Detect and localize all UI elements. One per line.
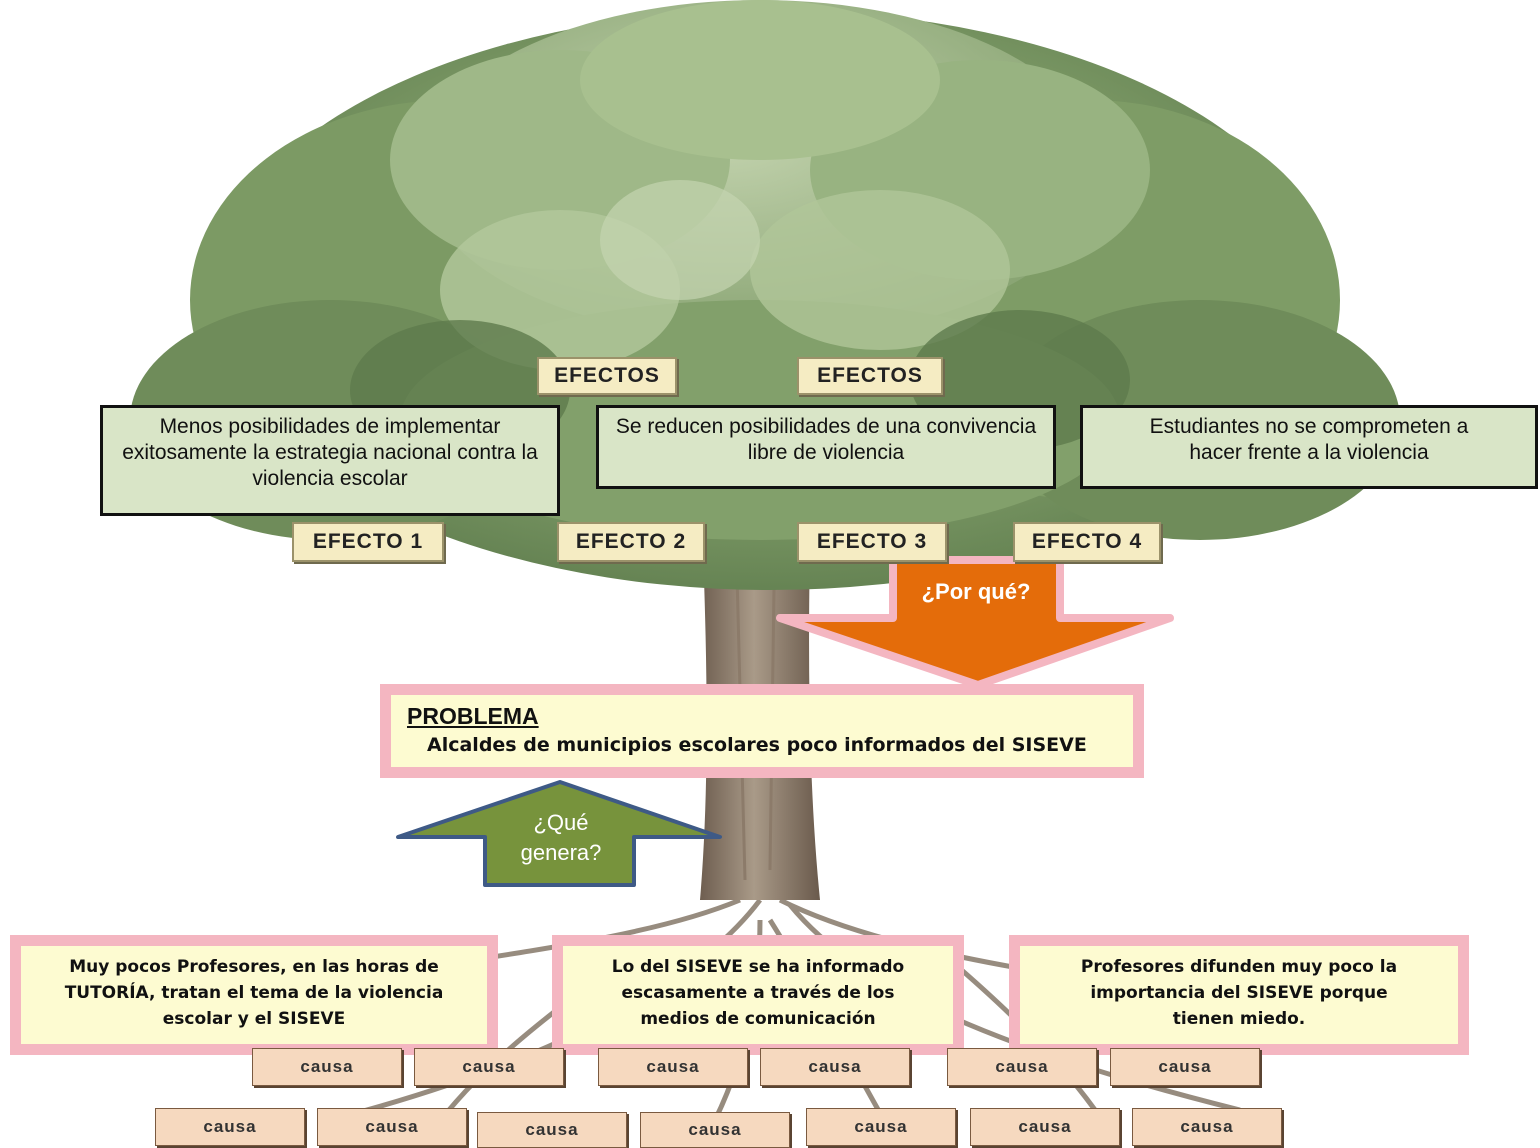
what-arrow-label: ¿Qué genera? bbox=[520, 810, 602, 865]
causa-tag: causa bbox=[640, 1112, 790, 1148]
cause-box-1: Muy pocos Profesores, en las horas de TU… bbox=[10, 935, 498, 1055]
causa-tag: causa bbox=[317, 1108, 467, 1146]
causa-tag: causa bbox=[414, 1048, 564, 1086]
causa-tag: causa bbox=[947, 1048, 1097, 1086]
efecto-1-label: EFECTO 1 bbox=[292, 522, 444, 562]
why-arrow-label: ¿Por qué? bbox=[921, 579, 1031, 604]
causa-tag: causa bbox=[1110, 1048, 1260, 1086]
effect-text: Menos posibilidades de implementar exito… bbox=[122, 415, 538, 490]
causa-tag: causa bbox=[806, 1108, 956, 1146]
problem-box: PROBLEMA Alcaldes de municipios escolare… bbox=[380, 684, 1144, 778]
cause-text: Profesores difunden muy poco la importan… bbox=[1080, 957, 1398, 1029]
effect-text: Estudiantes no se comprometen a hacer fr… bbox=[1149, 415, 1469, 464]
causa-tag: causa bbox=[1132, 1108, 1282, 1146]
what-arrow-shape bbox=[396, 780, 722, 887]
efectos-label: EFECTOS bbox=[797, 357, 943, 395]
effect-box-3: Estudiantes no se comprometen a hacer fr… bbox=[1080, 405, 1538, 489]
cause-box-2: Lo del SISEVE se ha informado escasament… bbox=[552, 935, 964, 1055]
causa-tag: causa bbox=[252, 1048, 402, 1086]
efecto-2-label: EFECTO 2 bbox=[557, 522, 705, 562]
why-arrow-shape bbox=[776, 556, 1174, 689]
efectos-label: EFECTOS bbox=[537, 357, 677, 395]
causa-tag: causa bbox=[970, 1108, 1120, 1146]
causa-tag: causa bbox=[598, 1048, 748, 1086]
causa-tag: causa bbox=[477, 1112, 627, 1148]
cause-text: Muy pocos Profesores, en las horas de TU… bbox=[64, 957, 444, 1029]
effect-text: Se reducen posibilidades de una conviven… bbox=[615, 415, 1037, 464]
cause-text: Lo del SISEVE se ha informado escasament… bbox=[611, 957, 905, 1029]
causa-tag: causa bbox=[155, 1108, 305, 1146]
efecto-3-label: EFECTO 3 bbox=[797, 522, 947, 562]
problem-text: Alcaldes de municipios escolares poco in… bbox=[427, 734, 1087, 756]
efecto-4-label: EFECTO 4 bbox=[1013, 522, 1161, 562]
effect-box-2: Se reducen posibilidades de una conviven… bbox=[596, 405, 1056, 489]
causa-tag: causa bbox=[760, 1048, 910, 1086]
effect-box-1: Menos posibilidades de implementar exito… bbox=[100, 405, 560, 516]
problem-title: PROBLEMA bbox=[407, 703, 539, 729]
cause-box-3: Profesores difunden muy poco la importan… bbox=[1009, 935, 1469, 1055]
